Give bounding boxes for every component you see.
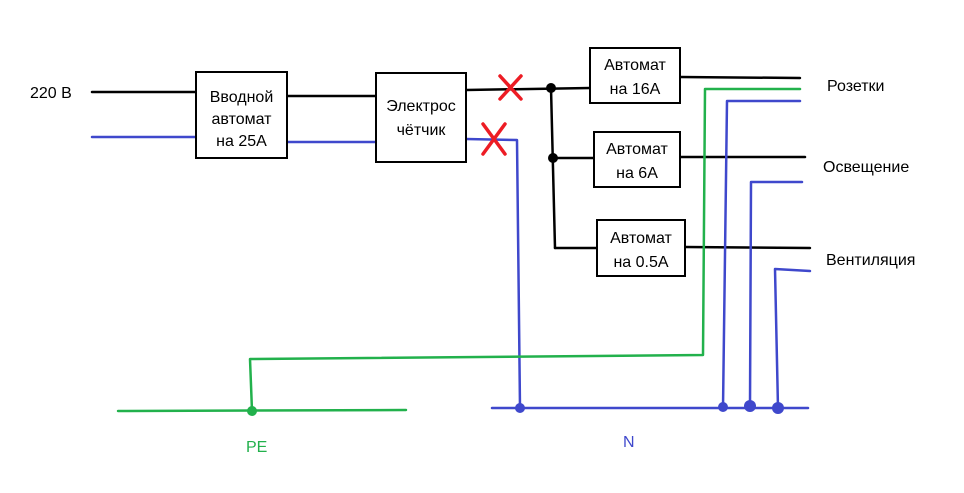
neutral-wires [90, 99, 812, 410]
breaker-6a-line2: на 6А [616, 165, 658, 182]
sockets-label: Розетки [827, 78, 884, 95]
neutral-ventilation-wire [773, 267, 812, 410]
pe-sockets-wire [248, 87, 802, 413]
breaker-05a-line2: на 0.5А [613, 254, 668, 271]
neutral-sockets-wire [721, 99, 802, 410]
meter-line2: чётчик [397, 122, 447, 139]
phase-ventilation-output-wire [683, 245, 812, 250]
neutral-junction-dot [744, 400, 756, 412]
neutral-meter-to-bus-wire [464, 137, 522, 410]
input-voltage-label: 220 В [30, 85, 72, 102]
neutral-junction-dot [718, 402, 728, 412]
neutral-break-mark [481, 122, 507, 156]
breaker-6a-box: Автомат на 6А [593, 131, 681, 188]
breaker-16a-line1: Автомат [604, 57, 666, 74]
ventilation-label: Вентиляция [826, 252, 915, 269]
neutral-lighting-wire [748, 180, 804, 408]
breaker-05a-line1: Автомат [610, 230, 672, 247]
main-breaker-box: Вводной автомат на 25А [195, 71, 288, 159]
phase-wires [90, 75, 812, 250]
meter-box: Электрос чётчик [375, 72, 467, 163]
pe-junction-dot [247, 406, 257, 416]
phase-break-mark [498, 74, 523, 101]
breaker-05a-box: Автомат на 0.5А [596, 219, 686, 277]
meter-line1: Электрос [386, 98, 456, 115]
lighting-label: Освещение [823, 159, 909, 176]
phase-distribution-vertical-wire [549, 86, 557, 250]
main-breaker-line3: на 25А [216, 133, 267, 150]
phase-meter-to-distribution-wire [464, 86, 592, 92]
neutral-junction-dot [515, 403, 525, 413]
n-bus-label: N [623, 434, 635, 451]
neutral-junction-dot [772, 402, 784, 414]
pe-bus-label: PE [246, 439, 267, 456]
phase-junction-dot [548, 153, 558, 163]
phase-sockets-output-wire [678, 75, 802, 80]
breaker-6a-line1: Автомат [606, 141, 668, 158]
breaker-16a-line2: на 16А [610, 81, 661, 98]
phase-junction-dot [546, 83, 556, 93]
pe-wires [116, 87, 802, 413]
main-breaker-line2: автомат [212, 111, 273, 128]
breaker-16a-box: Автомат на 16А [589, 47, 681, 104]
main-breaker-line1: Вводной [210, 89, 274, 106]
pe-bus-line [116, 408, 408, 413]
junction-dots [247, 83, 784, 416]
